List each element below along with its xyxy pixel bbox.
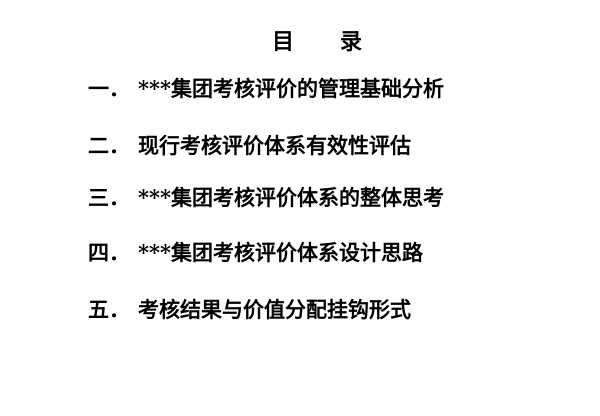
toc-item-text: ***集团考核评价的管理基础分析	[138, 76, 444, 101]
toc-item-number: 四．	[88, 240, 130, 265]
toc-item-5: 五． 考核结果与价值分配挂钩形式	[88, 297, 411, 323]
toc-item-number: 三．	[88, 185, 130, 210]
toc-item-number: 五．	[88, 297, 130, 322]
toc-item-number: 一．	[88, 76, 130, 101]
toc-item-text: 考核结果与价值分配挂钩形式	[138, 297, 411, 322]
toc-item-text: ***集团考核评价体系设计思路	[138, 240, 423, 265]
toc-item-4: 四． ***集团考核评价体系设计思路	[88, 240, 423, 266]
toc-item-1: 一． ***集团考核评价的管理基础分析	[88, 76, 444, 102]
toc-item-text: ***集团考核评价体系的整体思考	[138, 185, 444, 210]
toc-item-2: 二． 现行考核评价体系有效性评估	[88, 133, 411, 159]
page-title: 目录	[272, 24, 362, 56]
title-char-mu: 目	[272, 29, 295, 55]
toc-item-3: 三． ***集团考核评价体系的整体思考	[88, 185, 444, 211]
title-char-lu: 录	[340, 29, 363, 55]
toc-item-text: 现行考核评价体系有效性评估	[138, 133, 411, 158]
toc-item-number: 二．	[88, 133, 130, 158]
